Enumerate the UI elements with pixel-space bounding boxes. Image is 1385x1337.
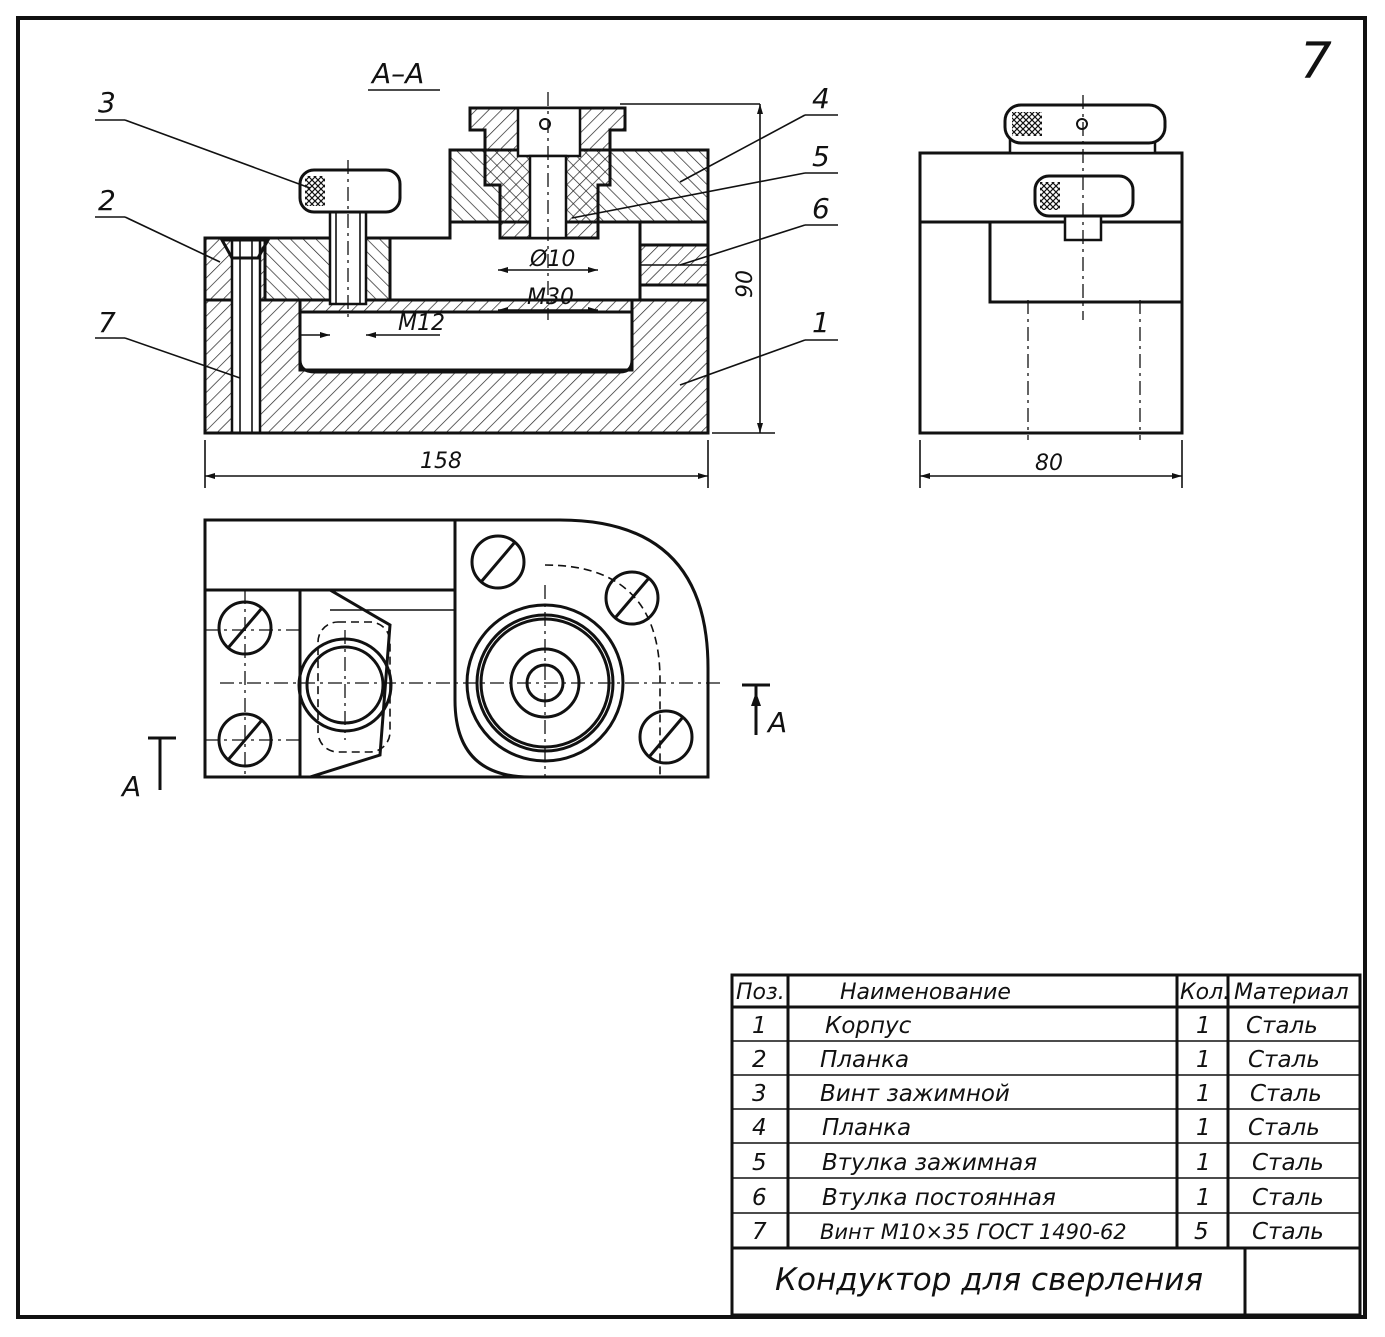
row-5-name: Втулка зажимная (822, 1150, 1037, 1176)
header-pos: Поз. (736, 980, 785, 1005)
screw-head-5 (638, 709, 694, 765)
callout-4: 4 (812, 82, 830, 115)
row-6-name: Втулка постоянная (822, 1185, 1056, 1211)
row-6-qty: 1 (1196, 1185, 1211, 1211)
row-5-qty: 1 (1196, 1150, 1211, 1176)
row-1-qty: 1 (1196, 1013, 1211, 1039)
callout-5: 5 (812, 140, 830, 173)
sheet-border (16, 16, 1367, 1319)
row-3-pos: 3 (752, 1081, 767, 1107)
side-view: 80 (918, 95, 1184, 488)
row-5-pos: 5 (752, 1150, 767, 1176)
row-4-pos: 4 (752, 1115, 767, 1141)
callouts: 3 2 7 4 5 6 1 (95, 82, 838, 386)
screw-head-1 (217, 600, 273, 656)
row-7-pos: 7 (752, 1219, 767, 1245)
row-5-material: Сталь (1252, 1150, 1324, 1176)
dimension-thread-m12: M12 (398, 311, 445, 336)
row-6-pos: 6 (752, 1185, 767, 1211)
row-4-material: Сталь (1248, 1115, 1320, 1141)
row-3-qty: 1 (1196, 1081, 1211, 1107)
row-1-material: Сталь (1246, 1013, 1318, 1039)
plate-part-2 (263, 236, 392, 302)
sheet-number: 7 (1300, 32, 1332, 90)
screw-head-2 (217, 712, 273, 768)
dimension-width-80: 80 (1035, 451, 1063, 476)
callout-2: 2 (98, 184, 116, 217)
side-top-knob (1003, 103, 1167, 145)
section-mark-right: A (766, 706, 787, 739)
section-mark-left: A (120, 770, 141, 803)
dimension-bore-10: Ø10 (529, 247, 575, 272)
row-2-name: Планка (820, 1047, 909, 1073)
front-dimensions: 158 90 Ø10 M30 M12 (204, 104, 775, 488)
row-6-material: Сталь (1252, 1185, 1324, 1211)
dimension-height-90: 90 (733, 270, 758, 298)
header-material: Материал (1234, 980, 1349, 1005)
header-name: Наименование (840, 980, 1011, 1005)
row-4-name: Планка (822, 1115, 911, 1141)
row-7-qty: 5 (1194, 1219, 1209, 1245)
callout-3: 3 (98, 86, 116, 119)
row-2-material: Сталь (1248, 1047, 1320, 1073)
section-label: А–А (370, 57, 424, 90)
plan-view: A A (120, 518, 787, 803)
dimension-width-158: 158 (420, 449, 462, 474)
callout-1: 1 (812, 306, 830, 339)
row-3-material: Сталь (1250, 1081, 1322, 1107)
callout-6: 6 (812, 192, 830, 225)
drawing-title: Кондуктор для сверления (775, 1262, 1203, 1298)
screw-head-3 (470, 534, 526, 590)
row-7-material: Сталь (1252, 1219, 1324, 1245)
header-qty: Кол. (1180, 980, 1230, 1005)
dimension-thread-m30: M30 (527, 285, 574, 310)
row-2-pos: 2 (752, 1047, 767, 1073)
row-1-pos: 1 (752, 1013, 767, 1039)
screw-part-7 (230, 238, 262, 435)
row-3-name: Винт зажимной (820, 1081, 1010, 1107)
front-section-view (203, 92, 760, 435)
row-7-name: Винт M10×35 ГОСТ 1490-62 (820, 1220, 1127, 1244)
row-1-name: Корпус (825, 1013, 912, 1039)
row-2-qty: 1 (1196, 1047, 1211, 1073)
screw-head-4 (604, 570, 660, 626)
row-4-qty: 1 (1196, 1115, 1211, 1141)
callout-7: 7 (98, 306, 116, 339)
parts-table: Поз. Наименование Кол. Материал 1 Корпус… (730, 973, 1362, 1317)
